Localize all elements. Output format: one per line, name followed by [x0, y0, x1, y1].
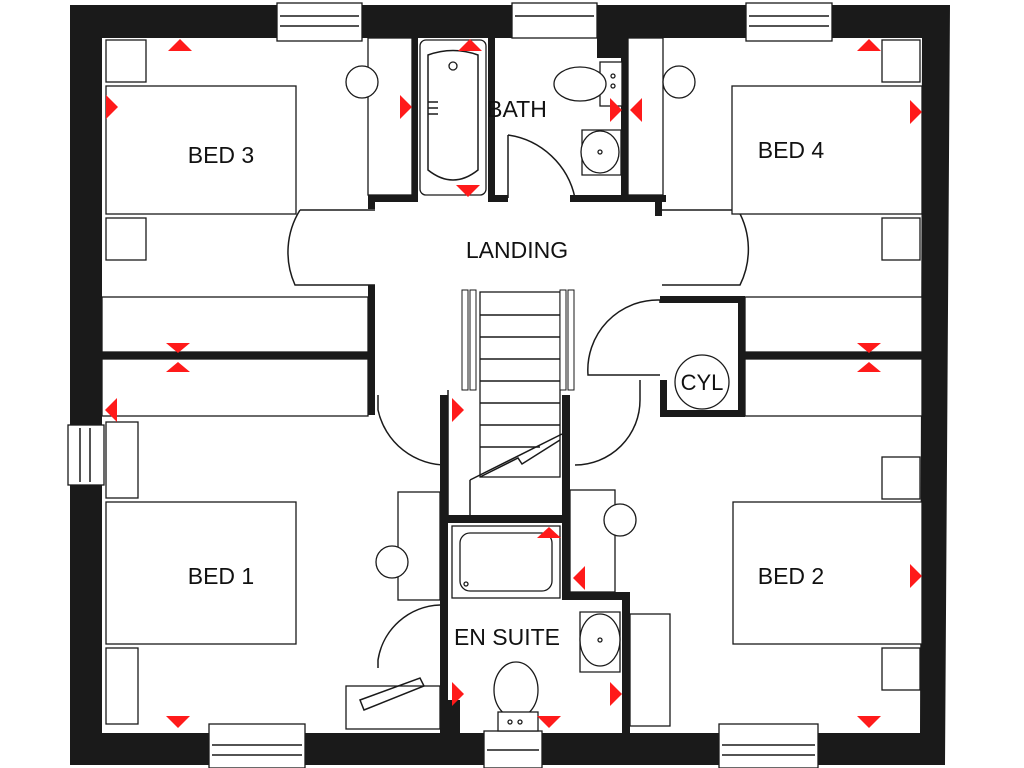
- socket-marker-icon: [166, 716, 190, 728]
- ceiling-light-icon: [662, 65, 696, 99]
- dressing-table: [397, 491, 441, 601]
- socket-marker-icon: [400, 95, 412, 119]
- socket-marker-icon: [857, 39, 881, 51]
- socket-marker-icon: [537, 716, 561, 728]
- room-label-bath: BATH: [487, 96, 547, 122]
- socket-marker-icon: [857, 716, 881, 728]
- door-swing-icon: [574, 380, 641, 466]
- socket-marker-icon: [452, 682, 464, 706]
- bed-icon: [105, 501, 297, 645]
- internal-walls: [102, 38, 922, 733]
- ceiling-light-icon: [603, 503, 637, 537]
- bed-icon: [732, 501, 923, 645]
- socket-marker-icon: [910, 564, 922, 588]
- bedside-table: [881, 39, 921, 83]
- socket-marker-icon: [857, 343, 881, 353]
- bedside-table: [881, 456, 921, 500]
- basin-icon: [579, 611, 621, 673]
- room-label-bed3: BED 3: [188, 142, 254, 168]
- window-icon: [745, 2, 833, 42]
- room-label-bed4: BED 4: [758, 137, 825, 163]
- socket-marker-icon: [106, 95, 118, 119]
- socket-marker-icon: [452, 398, 464, 422]
- bedside-table: [105, 421, 139, 499]
- room-label-bed1: BED 1: [188, 563, 254, 589]
- ceiling-lights: [345, 65, 696, 579]
- door-swing-icon: [377, 395, 449, 466]
- socket-marker-icon: [610, 682, 622, 706]
- room-label-bed2: BED 2: [758, 563, 824, 589]
- socket-markers: [105, 39, 922, 728]
- bed-icon: [105, 85, 297, 215]
- socket-marker-icon: [630, 98, 642, 122]
- room-labels: BED 3 BATH BED 4 LANDING CYL BED 1 EN SU…: [188, 96, 825, 650]
- socket-marker-icon: [857, 362, 881, 372]
- furniture: [105, 39, 923, 727]
- bed-icon: [731, 85, 923, 215]
- socket-marker-icon: [573, 566, 585, 590]
- socket-marker-icon: [537, 527, 561, 538]
- socket-marker-icon: [105, 398, 117, 422]
- bedside-table: [105, 647, 139, 725]
- stairs-icon: [447, 289, 575, 515]
- bedside-table: [881, 647, 921, 691]
- door-swing-icon: [587, 299, 661, 376]
- towel-rail-icon: [345, 677, 441, 730]
- wardrobes: [101, 37, 923, 417]
- window-icon: [718, 723, 819, 768]
- bedside-table: [881, 217, 921, 261]
- door-swing-icon: [507, 134, 576, 199]
- socket-marker-icon: [166, 362, 190, 372]
- wc-icon: [493, 661, 539, 732]
- window-icon: [67, 424, 105, 486]
- socket-marker-icon: [910, 100, 922, 124]
- door-swing-icon: [662, 209, 750, 286]
- socket-marker-icon: [168, 39, 192, 51]
- door-swing-icon: [377, 604, 441, 668]
- socket-marker-icon: [456, 185, 480, 197]
- bath-icon: [419, 39, 487, 196]
- shower-icon: [451, 525, 561, 599]
- socket-marker-icon: [610, 98, 622, 122]
- ceiling-light-icon: [345, 65, 379, 99]
- socket-marker-icon: [166, 343, 190, 353]
- window-icon: [511, 2, 598, 39]
- window-icon: [208, 723, 306, 768]
- dressing-table: [629, 613, 671, 727]
- basin-icon: [580, 129, 622, 176]
- room-label-en-suite: EN SUITE: [454, 624, 560, 650]
- door-swings: [287, 134, 750, 668]
- bedside-table: [105, 39, 147, 83]
- socket-marker-icon: [458, 39, 482, 51]
- window-icon: [276, 2, 363, 42]
- ceiling-light-icon: [375, 545, 409, 579]
- room-label-landing: LANDING: [466, 237, 568, 263]
- cylinder-icon: [674, 354, 730, 410]
- room-label-cyl: CYL: [681, 370, 724, 395]
- bedside-table: [105, 217, 147, 261]
- window-icon: [483, 730, 543, 768]
- door-swing-icon: [287, 209, 375, 286]
- windows: [67, 2, 833, 768]
- wc-icon: [553, 61, 623, 107]
